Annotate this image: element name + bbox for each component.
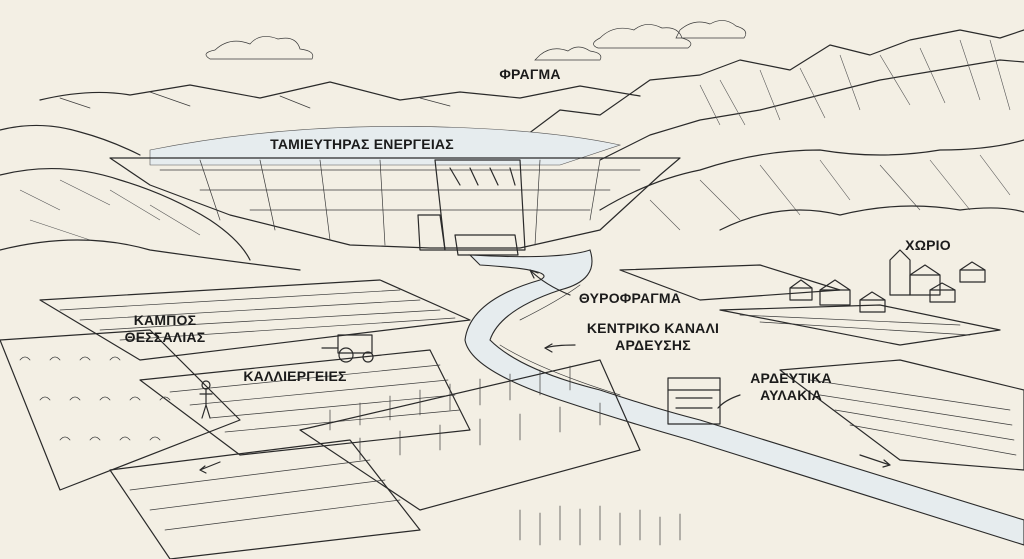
farmer bbox=[199, 380, 213, 419]
dam-wall bbox=[109, 157, 681, 256]
label-thessaly-plain: ΚΑΜΠΟΣ ΘΕΣΣΑΛΙΑΣ bbox=[124, 312, 206, 345]
label-irrigation-ditches: ΑΡΔΕΥΤΙΚΑ ΑΥΛΑΚΙΑ bbox=[750, 370, 832, 403]
label-crops: ΚΑΛΛΙΕΡΓΕΙΕΣ bbox=[243, 368, 347, 384]
reservoir-water bbox=[149, 126, 622, 166]
village bbox=[789, 249, 986, 313]
sluice-gate-structure bbox=[667, 377, 721, 425]
right-mountains bbox=[519, 29, 1024, 231]
left-hills bbox=[0, 124, 301, 271]
leader-arrows bbox=[199, 269, 891, 474]
label-sluice-gate: ΘΥΡΟΦΡΑΓΜΑ bbox=[578, 290, 682, 306]
label-dam: ΦΡΑΓΜΑ bbox=[499, 66, 561, 82]
tractor bbox=[321, 334, 374, 363]
main-canal bbox=[464, 249, 1024, 546]
label-reservoir: ΤΑΜΙΕΥΤΗΡΑΣ ΕΝΕΡΓΕΙΑΣ bbox=[270, 136, 454, 152]
label-village: ΧΩΡΙΟ bbox=[905, 237, 951, 253]
far-mountains bbox=[39, 81, 641, 109]
label-main-canal: ΚΕΝΤΡΙΚΟ ΚΑΝΑΛΙ ΑΡΔΕΥΣΗΣ bbox=[586, 320, 720, 353]
clouds bbox=[205, 20, 747, 61]
